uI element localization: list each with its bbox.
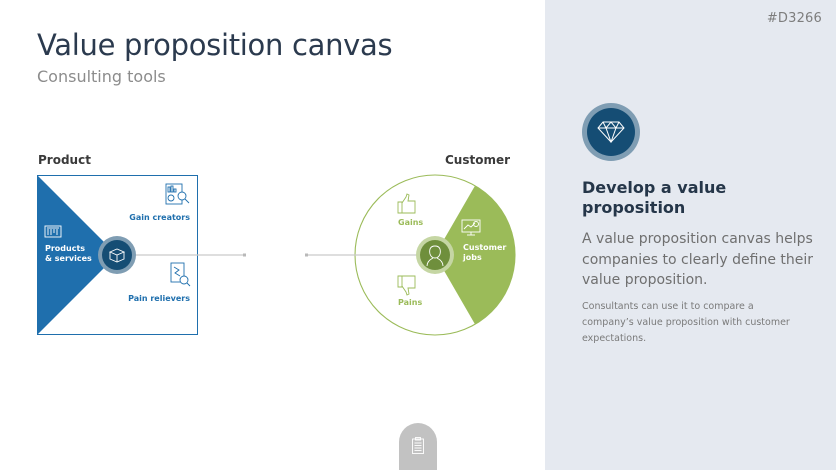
panel-lead-text: A value proposition canvas helps compani…	[582, 231, 814, 288]
products-services-label-2: & services	[45, 254, 92, 263]
customer-label: Customer	[445, 153, 511, 167]
customer-center-core	[420, 240, 450, 270]
customer-jobs-segment	[435, 185, 516, 325]
products-services-segment	[37, 175, 117, 335]
chart-magnifier-icon	[170, 262, 191, 287]
diamond-badge	[582, 103, 640, 161]
customer-jobs-label-1: Customer	[463, 243, 506, 252]
pain-relievers-label: Pain relievers	[128, 294, 190, 303]
thumbs-up-icon	[397, 193, 416, 214]
panel-body-text: Consultants can use it to compare a comp…	[582, 301, 790, 344]
customer-connector-end	[305, 253, 308, 257]
analytics-magnifier-icon	[165, 183, 190, 205]
monitor-icon	[461, 219, 481, 236]
product-label: Product	[38, 153, 91, 167]
gain-creators-label: Gain creators	[129, 213, 190, 222]
slide-code: #D3266	[766, 11, 822, 26]
page-title: Value proposition canvas	[37, 28, 393, 62]
panel-heading: Develop a value proposition	[582, 178, 727, 217]
gains-label: Gains	[398, 218, 423, 227]
page-subtitle: Consulting tools	[37, 67, 166, 86]
box-icon	[108, 248, 126, 263]
value-proposition-diagram: Products & services Gain creators Pain r…	[37, 174, 516, 336]
products-services-label-1: Products	[45, 244, 85, 253]
person-icon	[426, 245, 444, 267]
clipboard-icon	[412, 437, 424, 454]
dashboard-icon	[44, 225, 62, 238]
pains-label: Pains	[398, 298, 422, 307]
thumbs-down-icon	[397, 275, 416, 296]
info-panel	[545, 0, 836, 470]
notes-tab[interactable]	[399, 423, 437, 470]
customer-jobs-label-2: jobs	[462, 253, 482, 262]
diamond-icon	[597, 121, 625, 143]
product-connector-end	[243, 253, 246, 257]
